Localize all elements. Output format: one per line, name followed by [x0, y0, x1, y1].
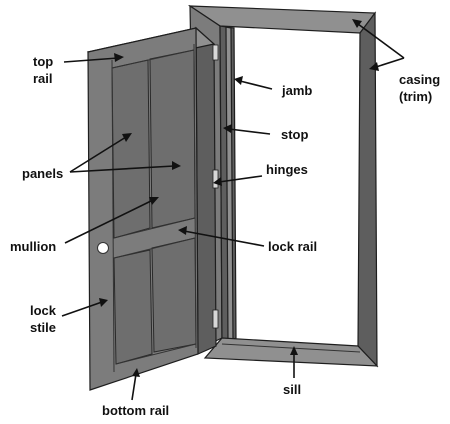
door-slab [86, 26, 219, 391]
label-sill: sill [283, 382, 301, 397]
label-casing-line1: casing [399, 72, 440, 87]
hinge-top [212, 44, 219, 61]
label-stop: stop [281, 127, 309, 142]
label-hinges: hinges [266, 162, 308, 177]
label-casing-line2: (trim) [399, 89, 432, 104]
label-panels: panels [22, 166, 63, 181]
lower-left-panel [113, 249, 153, 365]
label-top-rail-line2: rail [33, 71, 53, 86]
label-top-rail-line1: top [33, 54, 53, 69]
labels: top rail jamb casing (trim) stop panels … [10, 54, 440, 418]
doorknob [97, 242, 109, 254]
hinge-bottom [212, 309, 219, 329]
sill [203, 337, 379, 367]
label-mullion: mullion [10, 239, 56, 254]
label-jamb: jamb [281, 83, 312, 98]
hinge-middle [212, 169, 219, 189]
leader-lines [61, 19, 405, 401]
label-lock-rail: lock rail [268, 239, 317, 254]
door-edge [195, 26, 217, 355]
lower-right-panel [151, 237, 197, 353]
label-bottom-rail: bottom rail [102, 403, 169, 418]
upper-right-panel [149, 49, 196, 229]
label-lock-stile-line2: stile [30, 320, 56, 335]
label-lock-stile-line1: lock [30, 303, 57, 318]
